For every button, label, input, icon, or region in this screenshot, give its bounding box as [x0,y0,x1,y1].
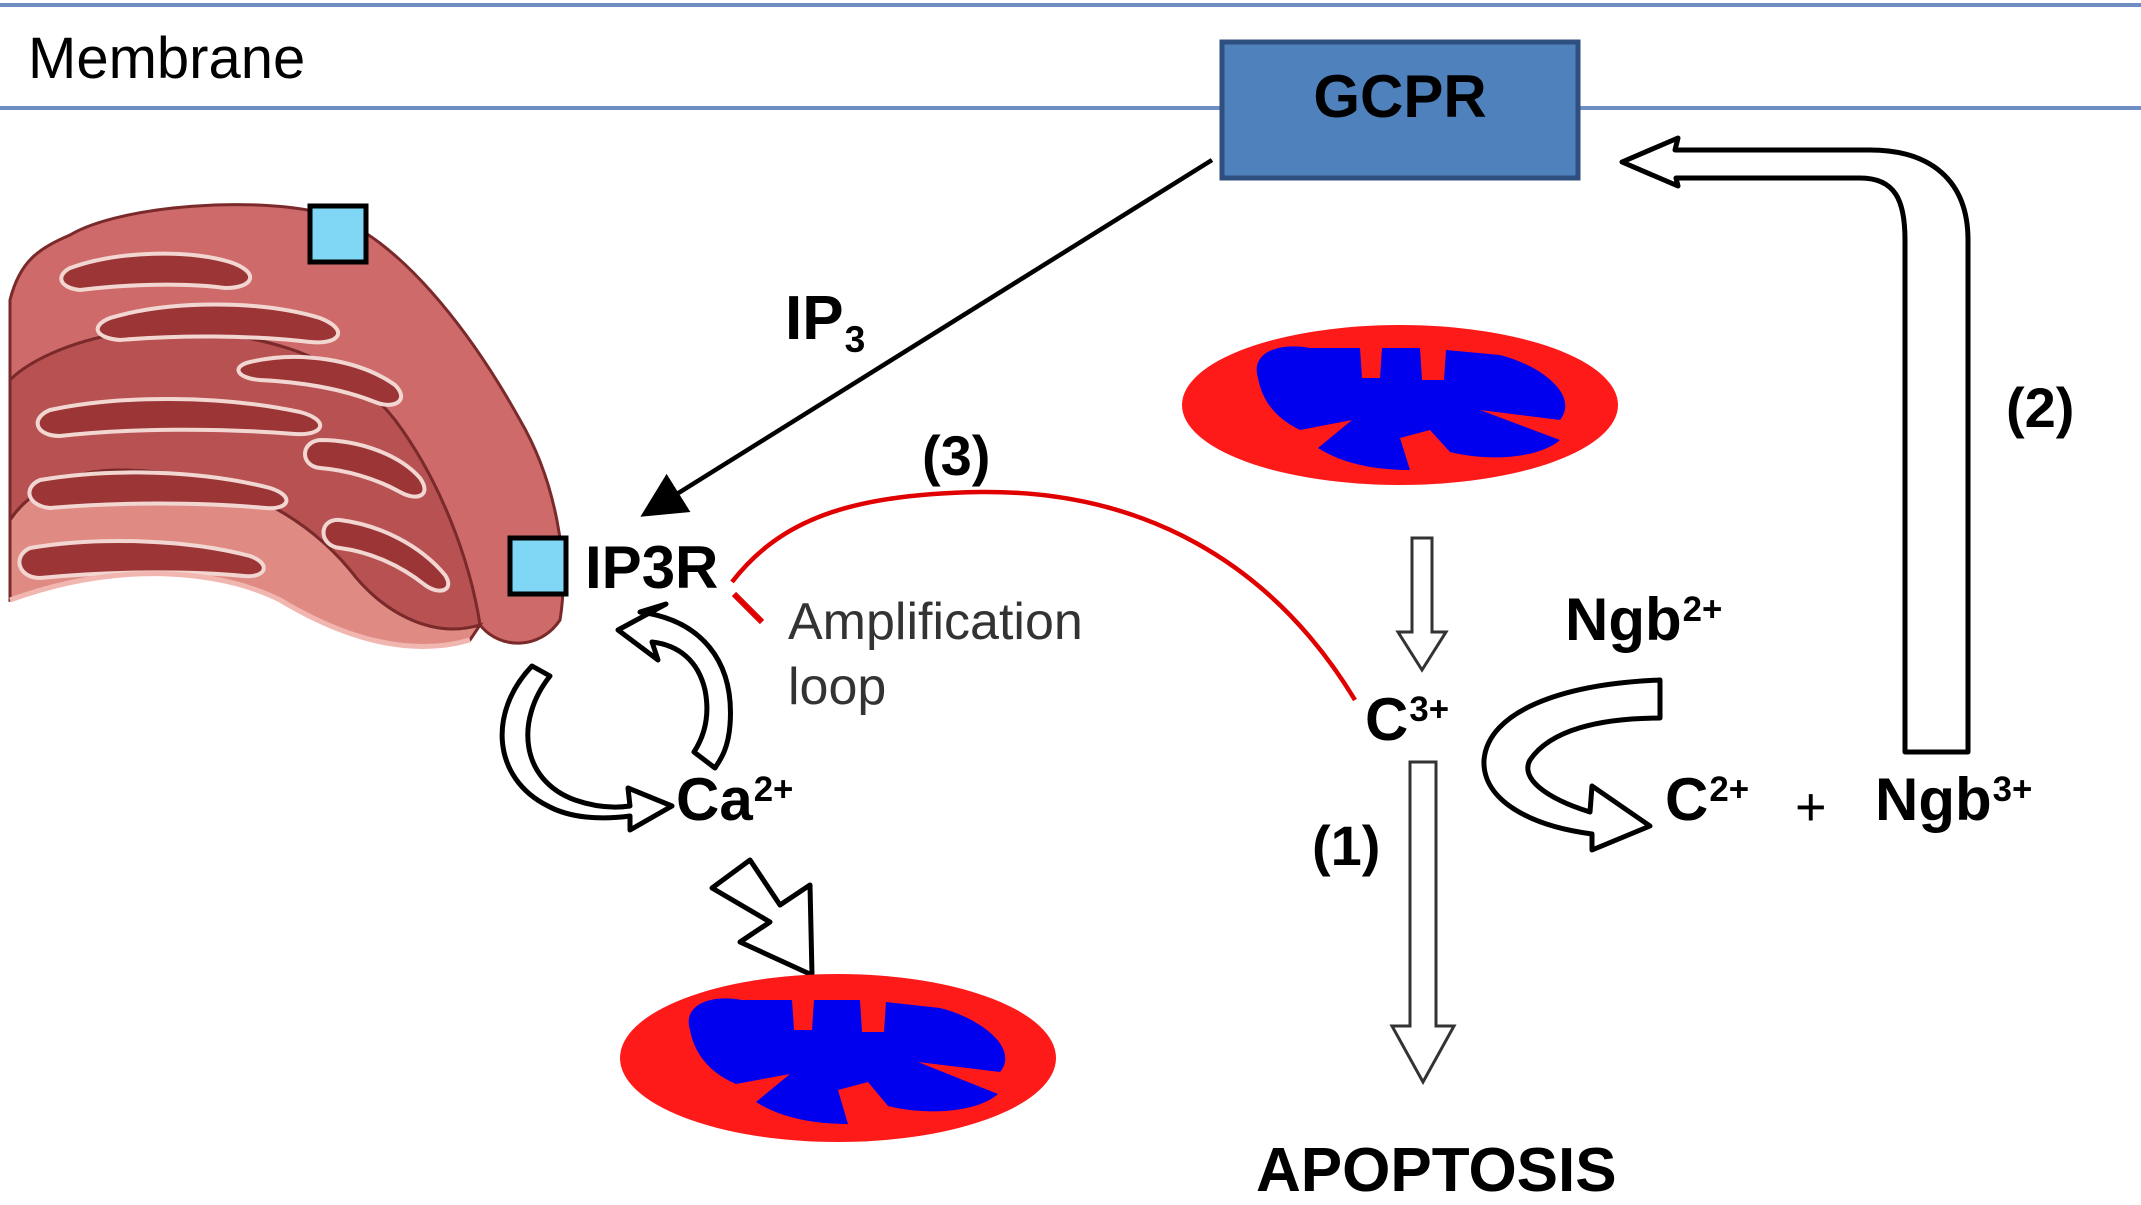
ip3-arrow [640,158,1214,517]
ngb-cycle-curved-arrow-icon [1481,677,1663,853]
ngb3-base: Ngb [1875,766,1992,833]
c3-to-apoptosis-hollow-arrow-icon [1389,760,1457,1086]
amplification-inhibition-curve [730,489,1357,702]
ngb2-superscript: 2+ [1682,589,1723,629]
membrane-label: Membrane [28,26,306,91]
mitochondrion-top-icon [1182,325,1618,485]
ca-to-mitochondrion-block-arrow-icon [709,857,815,978]
apoptosis-label: APOPTOSIS [1256,1136,1617,1205]
receptor-square-ip3r-icon [507,535,569,597]
ngb2-base: Ngb [1565,586,1682,653]
amplification-line2: loop [788,658,887,716]
ca-superscript: 2+ [753,769,794,809]
c2-base: C [1665,766,1709,833]
c3-base: C [1365,686,1409,753]
c2-label: C2+ [1665,770,1749,830]
curved-arrow-ca-cycle-icon [499,663,675,833]
ngb2-label: Ngb2+ [1565,590,1722,650]
receptor-square-top-icon [307,203,369,265]
ca-label: Ca2+ [676,770,793,830]
mitochondrion-bottom-icon [620,974,1056,1142]
gcpr-label: GCPR [1313,63,1487,130]
gcpr-box [1219,39,1581,181]
step1-label: (1) [1312,814,1381,877]
ip3-label: IP3 [785,288,865,358]
mito-to-c3-hollow-arrow-icon [1395,536,1449,673]
inhibition-bar [731,591,765,625]
c2-superscript: 2+ [1709,769,1750,809]
c3-label: C3+ [1365,690,1449,750]
ngb3-superscript: 3+ [1992,769,2033,809]
ip3-base: IP [785,284,844,353]
curved-arrow-ip3r-to-ca-icon [615,601,733,771]
amplification-line1: Amplification [788,593,1083,651]
ip3r-label: IP3R [585,534,719,601]
step3-label: (3) [922,424,991,487]
ngb3-to-gcpr-pipe-arrow-icon [1619,135,1971,755]
endoplasmic-reticulum-icon [8,203,565,649]
c3-superscript: 3+ [1409,689,1450,729]
ip3-subscript: 3 [844,318,866,361]
amplification-loop-label: Amplification loop [788,590,1083,720]
ca-base: Ca [676,766,753,833]
ngb3-label: Ngb3+ [1875,770,2032,830]
plus-sign: + [1795,777,1827,837]
step2-label: (2) [2006,376,2075,439]
